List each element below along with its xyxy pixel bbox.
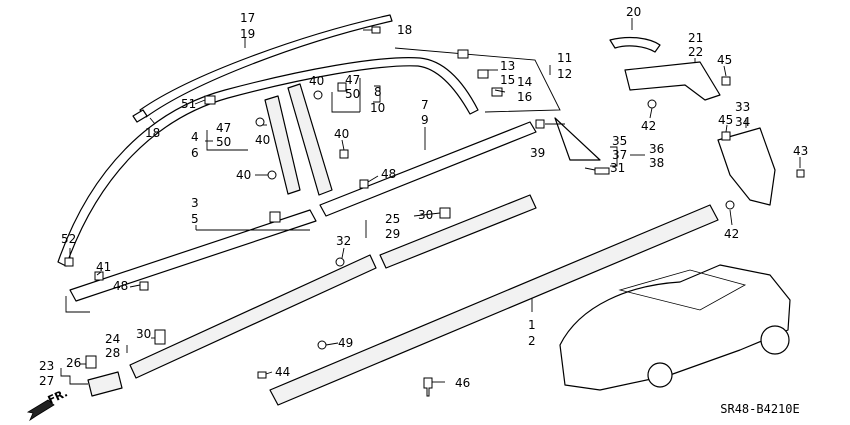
callout-labels: 1 2 3 4 5 6 7 8 9 10 11 12 13 14 15 16 1…	[39, 5, 808, 390]
callout-18-top: 18	[397, 23, 412, 37]
roof-molding-part	[132, 14, 393, 123]
callout-30-upper: 30	[418, 208, 433, 222]
callout-6: 6	[191, 146, 199, 160]
clip-icons	[64, 26, 805, 397]
callout-7: 7	[421, 98, 429, 112]
rear-mudguard	[717, 127, 776, 206]
callout-36: 36	[649, 142, 664, 156]
callout-43: 43	[793, 144, 808, 158]
callout-49: 49	[338, 336, 353, 350]
callout-16: 16	[517, 90, 532, 104]
front-direction-arrow: FR.	[26, 386, 70, 422]
pillar-garnish-front	[264, 95, 301, 195]
car-silhouette	[559, 264, 791, 391]
callout-50-right: 50	[345, 87, 360, 101]
callout-28: 28	[105, 346, 120, 360]
callout-18-left: 18	[145, 126, 160, 140]
quarter-window-garnish	[554, 117, 601, 161]
front-door-protector	[129, 254, 377, 379]
callout-33: 33	[735, 100, 750, 114]
callout-35: 35	[612, 134, 627, 148]
direction-label: FR.	[46, 386, 70, 406]
callout-12: 12	[557, 67, 572, 81]
callout-48-left: 48	[113, 279, 128, 293]
callout-20: 20	[626, 5, 641, 19]
callout-10: 10	[370, 101, 385, 115]
callout-5: 5	[191, 212, 199, 226]
callout-11: 11	[557, 51, 572, 65]
rear-door-molding	[319, 121, 537, 217]
side-sill-garnish	[269, 204, 719, 406]
callout-26: 26	[66, 356, 81, 370]
callout-4: 4	[191, 130, 199, 144]
callout-47-right: 47	[345, 73, 360, 87]
callout-3: 3	[191, 196, 199, 210]
callout-40-top: 40	[309, 74, 324, 88]
drip-rail-part	[57, 57, 479, 267]
callout-17: 17	[240, 11, 255, 25]
callout-14: 14	[517, 75, 532, 89]
pillar-garnish-rear	[287, 83, 333, 196]
leader-lines	[60, 18, 801, 385]
callout-30-lower: 30	[136, 327, 151, 341]
callout-13: 13	[500, 59, 515, 73]
callout-44: 44	[275, 365, 290, 379]
callout-47-left: 47	[216, 121, 231, 135]
callout-40-right: 40	[334, 127, 349, 141]
callout-25: 25	[385, 212, 400, 226]
callout-37: 37	[612, 148, 627, 162]
callout-52: 52	[61, 232, 76, 246]
callout-41: 41	[96, 260, 111, 274]
callout-1: 1	[528, 318, 536, 332]
callout-31: 31	[610, 161, 625, 175]
callout-27: 27	[39, 374, 54, 388]
callout-9: 9	[421, 113, 429, 127]
callout-51: 51	[181, 97, 196, 111]
callout-39: 39	[530, 146, 545, 160]
callout-19: 19	[240, 27, 255, 41]
callout-32: 32	[336, 234, 351, 248]
callout-45-lower: 45	[718, 113, 733, 127]
callout-23: 23	[39, 359, 54, 373]
callout-40-mid: 40	[255, 133, 270, 147]
diagram-code: SR48-B4210E	[720, 402, 799, 416]
callout-38: 38	[649, 156, 664, 170]
callout-8: 8	[374, 85, 382, 99]
callout-50-left: 50	[216, 135, 231, 149]
callout-15: 15	[500, 73, 515, 87]
callout-34: 34	[735, 115, 750, 129]
front-door-molding	[69, 209, 317, 302]
callout-48-right: 48	[381, 167, 396, 181]
callout-2: 2	[528, 334, 536, 348]
callout-42-mid: 42	[641, 119, 656, 133]
callout-40-low: 40	[236, 168, 251, 182]
callout-45-upper: 45	[717, 53, 732, 67]
callout-21: 21	[688, 31, 703, 45]
callout-22: 22	[688, 45, 703, 59]
callout-46: 46	[455, 376, 470, 390]
front-bumper-piece	[87, 371, 123, 397]
rear-door-protector	[379, 194, 537, 269]
callout-42-low: 42	[724, 227, 739, 241]
front-mudguard	[609, 36, 721, 101]
callout-29: 29	[385, 227, 400, 241]
callout-24: 24	[105, 332, 120, 346]
